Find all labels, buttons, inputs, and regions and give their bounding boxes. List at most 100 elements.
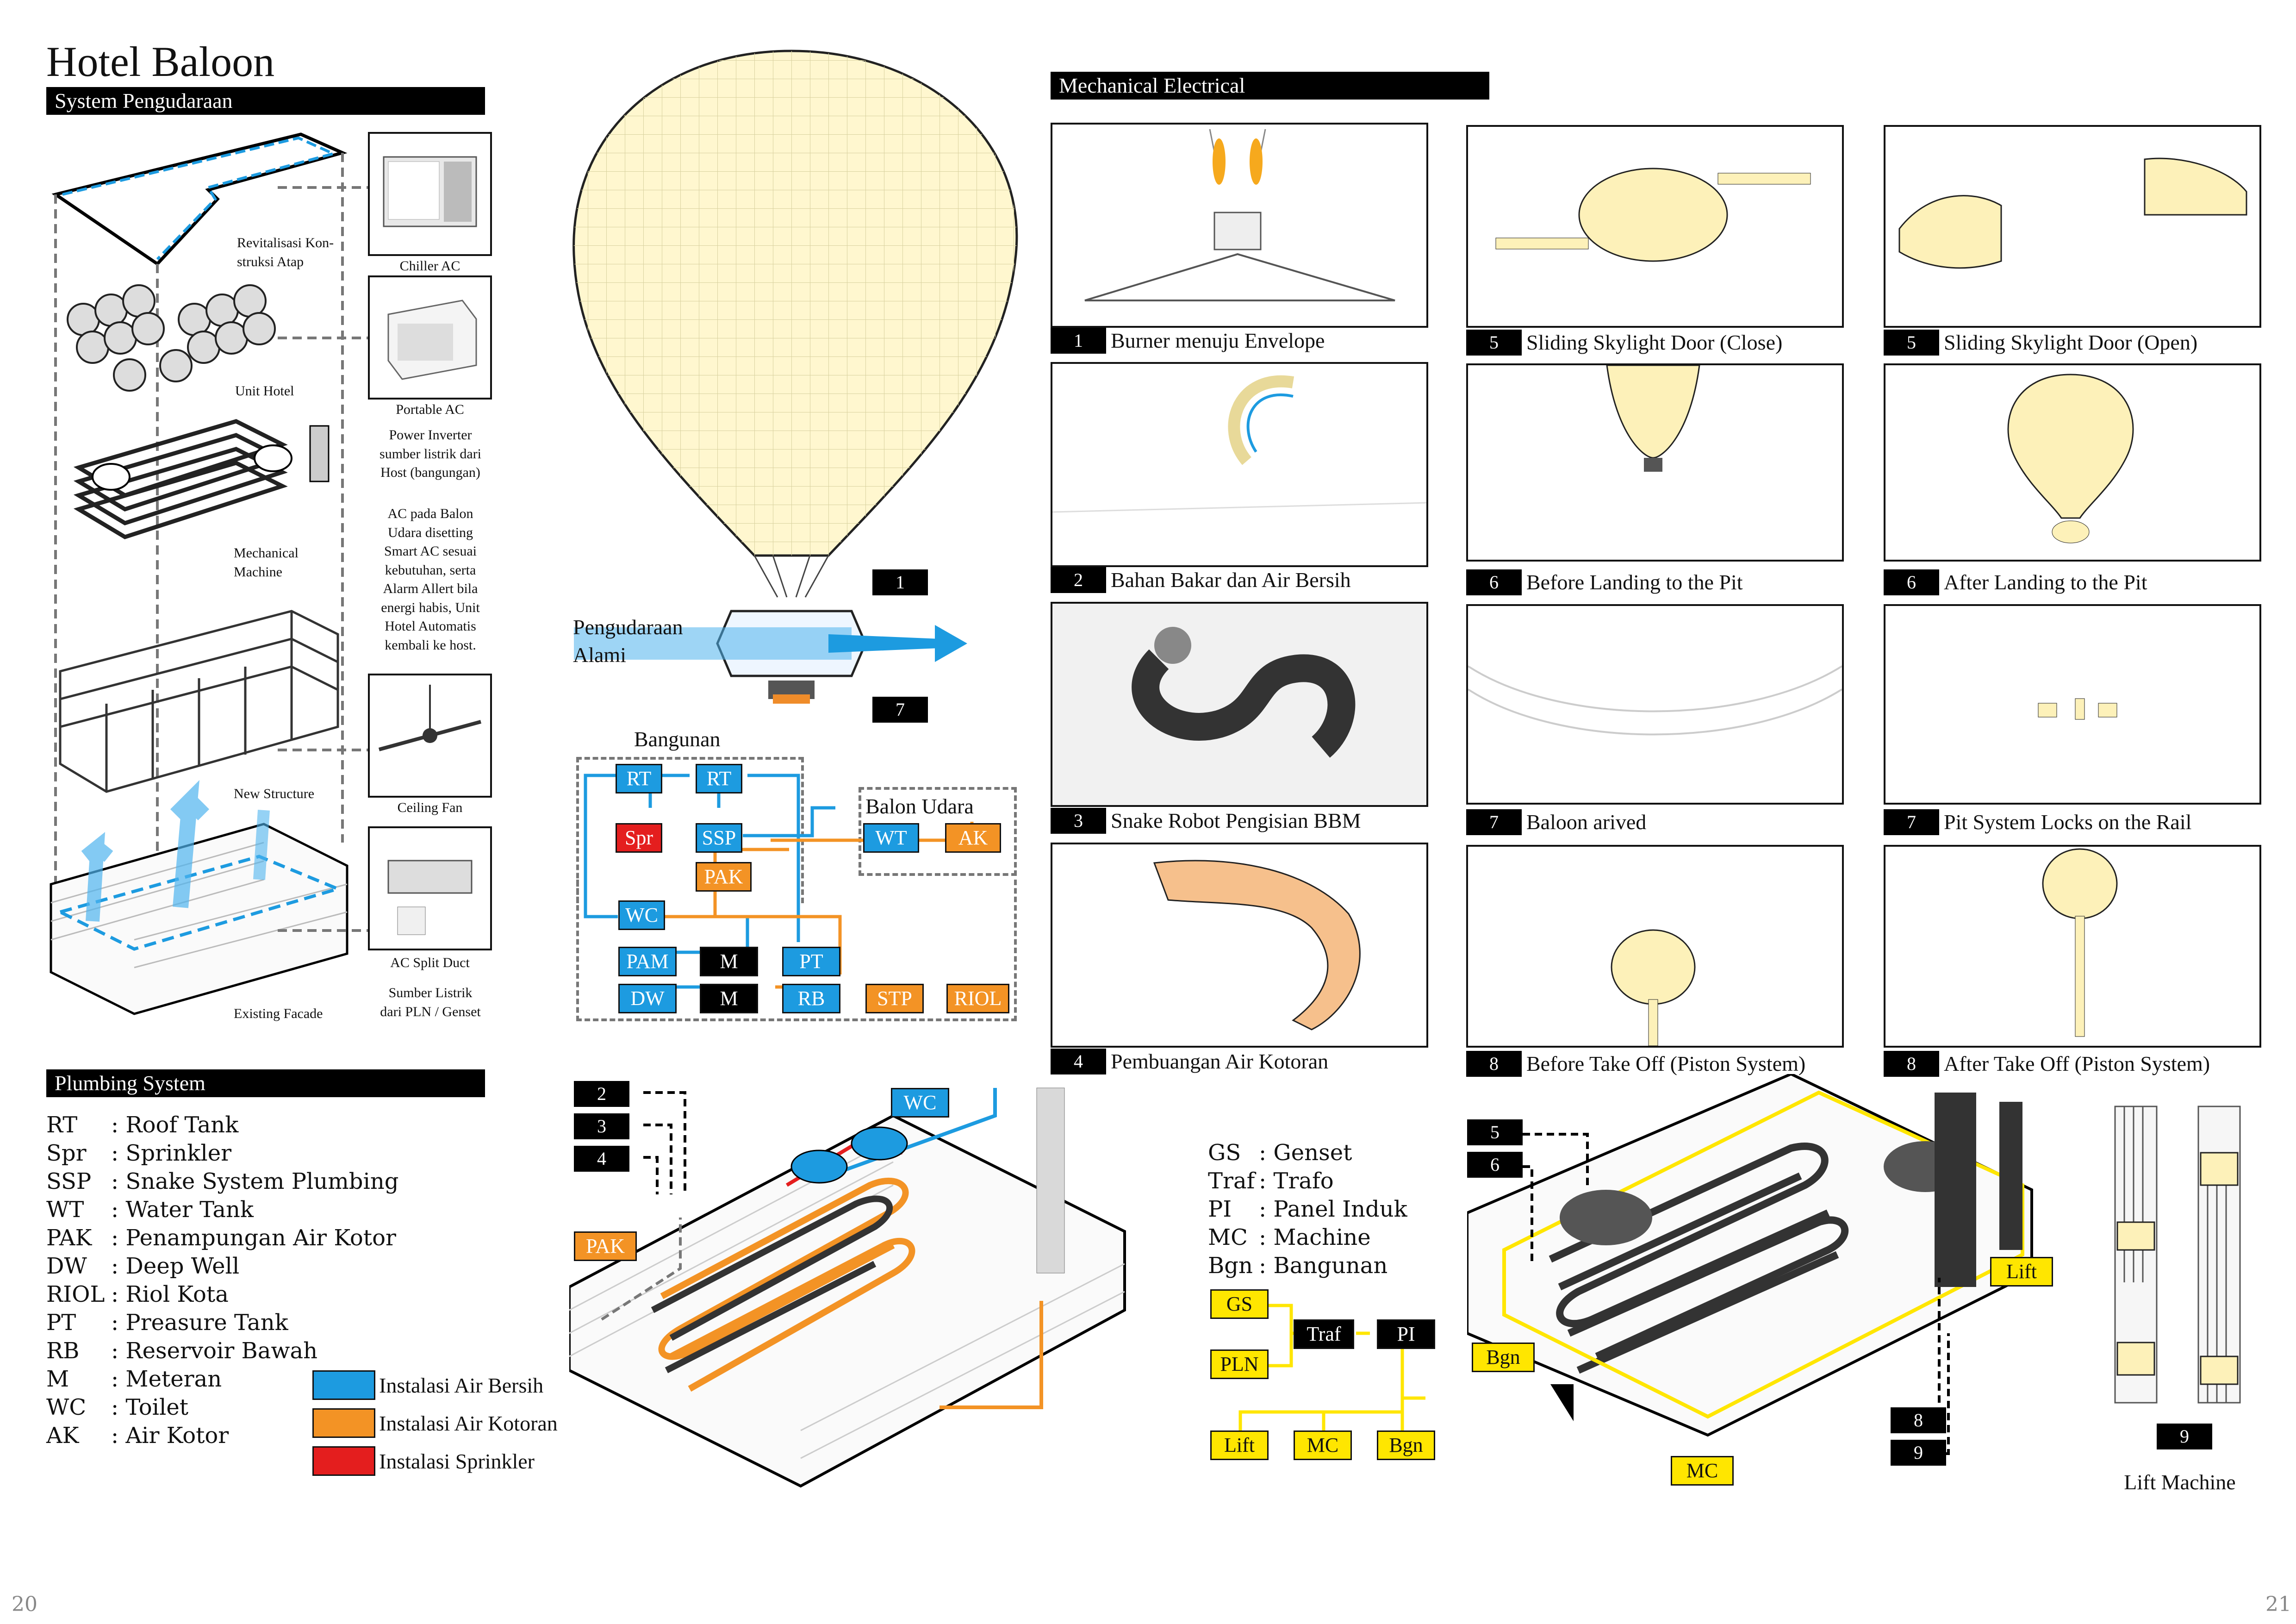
legend-label-sprinkler: Instalasi Sprinkler (379, 1449, 535, 1473)
node-ak: AK (945, 823, 1001, 853)
legend-item: Traf: Trafo (1208, 1168, 1334, 1194)
plumb-iso-tag-3: 3 (574, 1113, 629, 1139)
me-iso-tag-bgn: Bgn (1472, 1343, 1535, 1372)
hot-air-balloon-drawing (572, 50, 1018, 704)
node-dw: DW (618, 984, 677, 1013)
node-meter-1: M (700, 947, 758, 976)
me-image-before-takeoff (1466, 845, 1844, 1048)
legend-item: RIOL: Riol Kota (46, 1281, 229, 1307)
page-number-right: 21 (2265, 1593, 2291, 1616)
node-pak: PAK (696, 862, 752, 892)
me-iso-tag-lift: Lift (1990, 1257, 2053, 1287)
legend-swatch-clean-water (312, 1370, 375, 1400)
plumbing-legend-list: RT: Roof Tank Spr: Sprinkler SSP: Snake … (46, 1111, 399, 1450)
elec-node-mc: MC (1294, 1430, 1352, 1460)
node-wc: WC (618, 900, 665, 930)
label-new-structure: New Structure (234, 786, 315, 801)
plumbing-isometric-building (569, 1087, 1126, 1488)
elec-node-bgn: Bgn (1377, 1430, 1435, 1460)
me-iso-tag-6: 6 (1467, 1152, 1523, 1178)
plumb-iso-tag-4: 4 (574, 1146, 629, 1172)
me-image-waste-water (1051, 843, 1428, 1048)
label-natural-ventilation: Pengudaraan Alami (573, 615, 683, 667)
me-iso-tag-mc: MC (1671, 1456, 1734, 1486)
node-riol: RIOL (946, 984, 1009, 1013)
legend-item: PI: Panel Induk (1208, 1196, 1407, 1222)
plumb-iso-tag-wc: WC (891, 1088, 949, 1118)
legend-swatch-sprinkler (312, 1446, 375, 1476)
legend-item: WT: Water Tank (46, 1197, 254, 1223)
label-ceiling-fan: Ceiling Fan (397, 800, 463, 815)
plumb-iso-tag-pak: PAK (574, 1231, 637, 1261)
node-rb: RB (782, 984, 840, 1013)
label-mechanical-machine: Mechanical Machine (234, 545, 299, 580)
me-image-baloon-arrived (1466, 604, 1844, 805)
section-plumbing-header: Plumbing System (46, 1069, 485, 1097)
me-image-skylight-close (1466, 125, 1844, 328)
me-image-skylight-open (1884, 125, 2261, 328)
node-rt-1: RT (616, 764, 662, 793)
ceiling-fan-image (368, 674, 492, 798)
legend-item: AK: Air Kotor (46, 1423, 229, 1449)
me-image-fuel-water (1051, 362, 1428, 567)
chiller-ac-image (368, 132, 492, 256)
label-existing-facade: Existing Facade (234, 1006, 323, 1021)
legend-item: Bgn: Bangunan (1208, 1253, 1388, 1279)
electrical-legend-list: GS: Genset Traf: Trafo PI: Panel Induk M… (1208, 1139, 1407, 1280)
me-isometric-building (1467, 1074, 2033, 1437)
bangunan-dashed-box-top (576, 757, 804, 903)
me-image-after-takeoff (1884, 845, 2261, 1048)
legend-item: M: Meteran (46, 1366, 222, 1392)
electrical-lines (1238, 1304, 1425, 1430)
page-number-left: 20 (12, 1593, 37, 1616)
air-leader-lines (278, 186, 370, 932)
note-power-source: Sumber Listrik dari PLN / Genset (380, 985, 481, 1019)
note-smart-ac: AC pada Balon Udara disetting Smart AC s… (381, 506, 480, 653)
node-pam: PAM (618, 947, 677, 976)
section-me-header: Mechanical Electrical (1051, 72, 1489, 100)
node-rt-2: RT (696, 764, 742, 793)
elec-node-gs: GS (1210, 1289, 1269, 1319)
legend-label-clean-water: Instalasi Air Bersih (379, 1373, 544, 1397)
label-portable-ac: Portable AC (396, 402, 464, 417)
balloon-tag-1: 1 (872, 569, 928, 595)
elec-node-lift: Lift (1210, 1430, 1269, 1460)
label-unit-hotel: Unit Hotel (235, 383, 294, 399)
label-balon-udara: Balon Udara (865, 794, 974, 818)
legend-label-waste-water: Instalasi Air Kotoran (379, 1411, 558, 1435)
label-chiller-ac: Chiller AC (399, 258, 460, 274)
node-wt: WT (863, 823, 919, 853)
me-tag-leaders (1523, 1133, 1589, 1421)
portable-ac-image (368, 275, 492, 400)
elec-node-traf: Traf (1294, 1319, 1354, 1349)
node-pt: PT (782, 947, 840, 976)
installation-legend: Instalasi Air Bersih Instalasi Air Kotor… (312, 1370, 558, 1476)
section-air-header: System Pengudaraan (46, 87, 485, 115)
lift-machine-drawing (2114, 1106, 2241, 1404)
node-spr: Spr (616, 823, 662, 853)
me-iso-tag-9: 9 (1891, 1440, 1946, 1466)
legend-item: SSP: Snake System Plumbing (46, 1168, 399, 1194)
lift-machine-tag: 9 (2157, 1424, 2212, 1449)
node-ssp: SSP (696, 823, 742, 853)
me-image-burner (1051, 123, 1428, 328)
me-iso-tag-8: 8 (1891, 1407, 1946, 1433)
label-bangunan: Bangunan (634, 727, 721, 751)
balon-dashed-box (859, 787, 1017, 876)
me-iso-tag-5: 5 (1467, 1119, 1523, 1145)
note-power-inverter: Power Inverter sumber listrik dari Host … (380, 427, 481, 480)
air-system-exploded-axon (50, 132, 348, 1015)
me-image-before-landing (1466, 363, 1844, 562)
